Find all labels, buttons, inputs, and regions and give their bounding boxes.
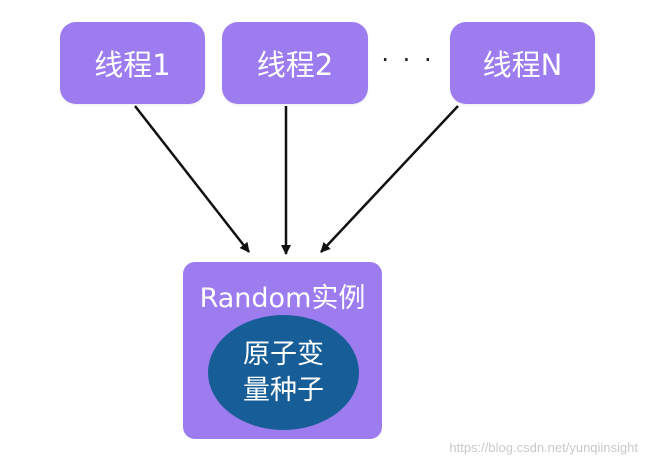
- random-instance-label: Random实例: [199, 283, 366, 314]
- seed-line-1: 原子变: [243, 338, 324, 370]
- watermark: https://blog.csdn.net/yunqiinsight: [449, 440, 638, 455]
- thread-2-label: 线程2: [256, 48, 334, 82]
- atomic-seed-ellipse: 原子变 量种子: [208, 315, 359, 430]
- thread-2-box: 线程2: [222, 22, 368, 104]
- arrow-thread-1: [134, 105, 250, 253]
- thread-1-label: 线程1: [94, 48, 171, 82]
- thread-1-box: 线程1: [60, 22, 205, 104]
- thread-n-box: 线程N: [450, 22, 595, 104]
- random-instance-box: Random实例 原子变 量种子: [183, 262, 382, 439]
- arrow-thread-n: [320, 105, 459, 253]
- thread-n-label: 线程N: [482, 48, 563, 82]
- seed-line-2: 量种子: [243, 374, 324, 406]
- ellipsis-text: · · ·: [381, 46, 435, 74]
